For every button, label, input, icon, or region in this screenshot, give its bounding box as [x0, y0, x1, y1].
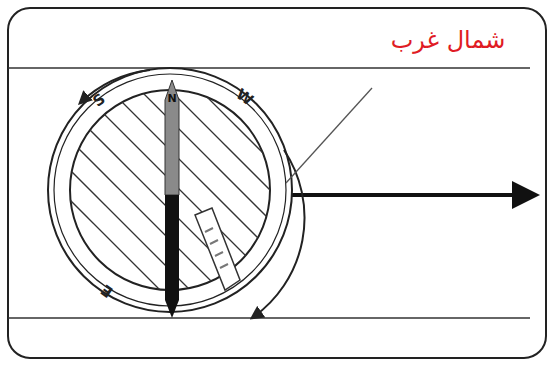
travel-arrowhead	[512, 181, 540, 209]
rotation-arc	[252, 150, 305, 318]
direction-label: شمال غرب	[388, 27, 509, 53]
plate-line	[8, 317, 530, 319]
travel-arrow	[290, 193, 518, 197]
leader-line	[286, 88, 372, 183]
plate-line	[8, 67, 530, 69]
needle-south	[165, 195, 179, 318]
needle-letter: N	[167, 93, 176, 104]
base-plate	[8, 8, 546, 358]
capsule-hatching	[0, 0, 340, 367]
orienting-arrow	[195, 208, 240, 290]
needle-north	[165, 80, 179, 195]
